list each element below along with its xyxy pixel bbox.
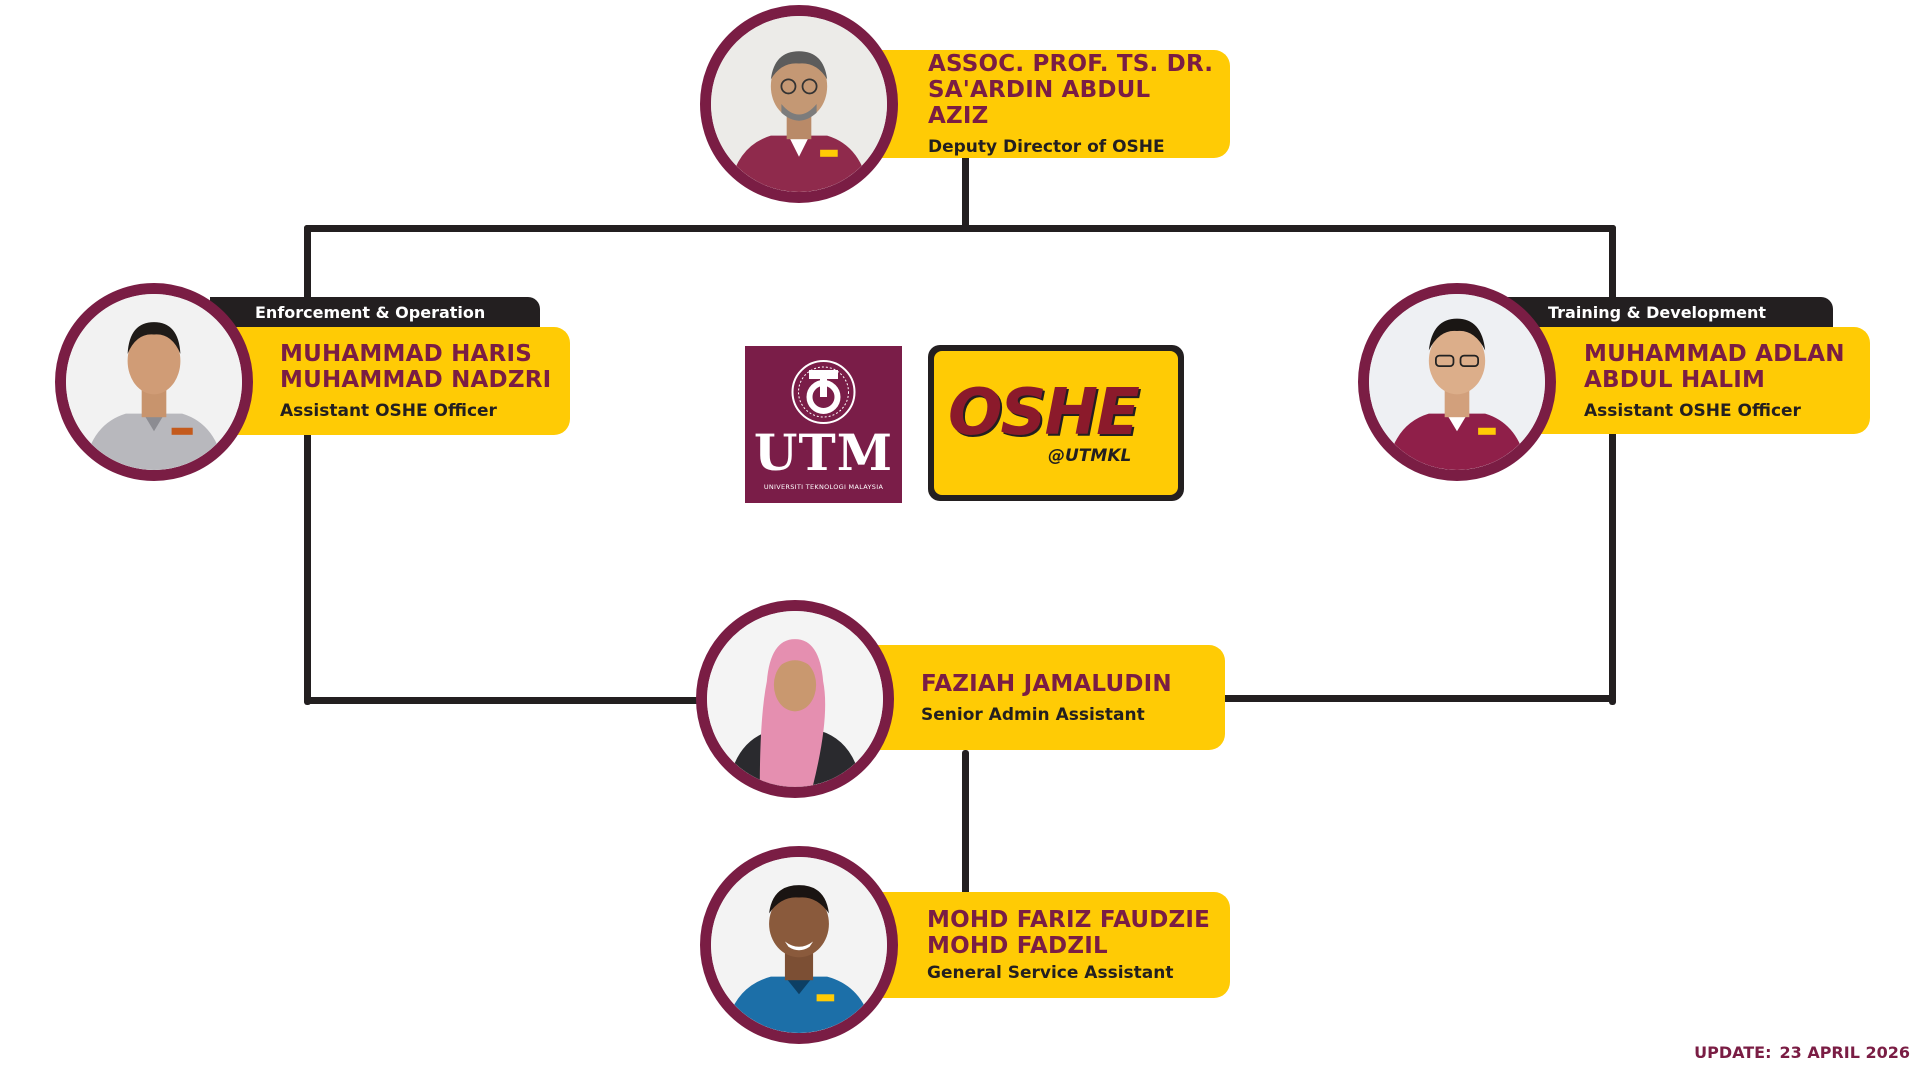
director-name: ASSOC. PROF. TS. DR. SA'ARDIN ABDUL AZIZ <box>928 51 1214 129</box>
admin-name: FAZIAH JAMALUDIN <box>921 670 1172 697</box>
training-role: Assistant OSHE Officer <box>1584 400 1801 421</box>
person-photo-icon <box>707 611 883 787</box>
utm-logo-text: UTM <box>753 423 894 482</box>
oshe-logo-text: OSHE <box>948 376 1140 450</box>
director-card: ASSOC. PROF. TS. DR. SA'ARDIN ABDUL AZIZ… <box>860 50 1230 158</box>
connector-right-vertical <box>1609 225 1616 705</box>
team-tab-enforcement: Enforcement & Operation <box>210 297 540 329</box>
connector-bottom-right <box>1220 695 1616 702</box>
utm-crest-icon <box>791 360 856 424</box>
admin-role: Senior Admin Assistant <box>921 704 1145 725</box>
admin-photo <box>696 600 894 798</box>
training-photo <box>1358 283 1556 481</box>
update-label: UPDATE: <box>1694 1043 1772 1062</box>
general-card: MOHD FARIZ FAUDZIE MOHD FADZIL General S… <box>860 892 1230 998</box>
oshe-logo: OSHE @UTMKL <box>928 345 1184 501</box>
connector-bottom-left <box>304 697 724 704</box>
utm-logo-subtitle: UNIVERSITI TEKNOLOGI MALAYSIA <box>763 483 884 491</box>
director-role: Deputy Director of OSHE <box>928 137 1165 157</box>
oshe-logo-panel: OSHE @UTMKL <box>934 351 1178 495</box>
utm-logo: UTM UNIVERSITI TEKNOLOGI MALAYSIA <box>745 346 902 503</box>
enforcement-role: Assistant OSHE Officer <box>280 401 497 421</box>
director-photo <box>700 5 898 203</box>
person-photo-icon <box>711 857 887 1033</box>
oshe-logo-subtitle: @UTMKL <box>1048 446 1132 466</box>
update-date: 23 APRIL 2026 <box>1779 1043 1910 1062</box>
training-card: MUHAMMAD ADLAN ABDUL HALIM Assistant OSH… <box>1500 327 1870 434</box>
connector-top-horizontal <box>304 225 1616 232</box>
person-photo-icon <box>1369 294 1545 470</box>
enforcement-card: MUHAMMAD HARIS MUHAMMAD NADZRI Assistant… <box>210 327 570 435</box>
person-photo-icon <box>66 294 242 470</box>
general-photo <box>700 846 898 1044</box>
connector-left-vertical <box>304 225 311 705</box>
training-name: MUHAMMAD ADLAN ABDUL HALIM <box>1584 340 1845 393</box>
person-photo-icon <box>711 16 887 192</box>
connector-admin-stem <box>962 750 969 900</box>
general-name: MOHD FARIZ FAUDZIE MOHD FADZIL <box>927 907 1211 959</box>
general-role: General Service Assistant <box>927 963 1174 983</box>
enforcement-photo <box>55 283 253 481</box>
connector-director-stem <box>962 150 969 230</box>
update-stamp: UPDATE: 23 APRIL 2026 <box>1694 1044 1910 1062</box>
admin-card: FAZIAH JAMALUDIN Senior Admin Assistant <box>860 645 1225 750</box>
enforcement-name: MUHAMMAD HARIS MUHAMMAD NADZRI <box>280 341 552 393</box>
team-tab-training: Training & Development <box>1500 297 1833 329</box>
